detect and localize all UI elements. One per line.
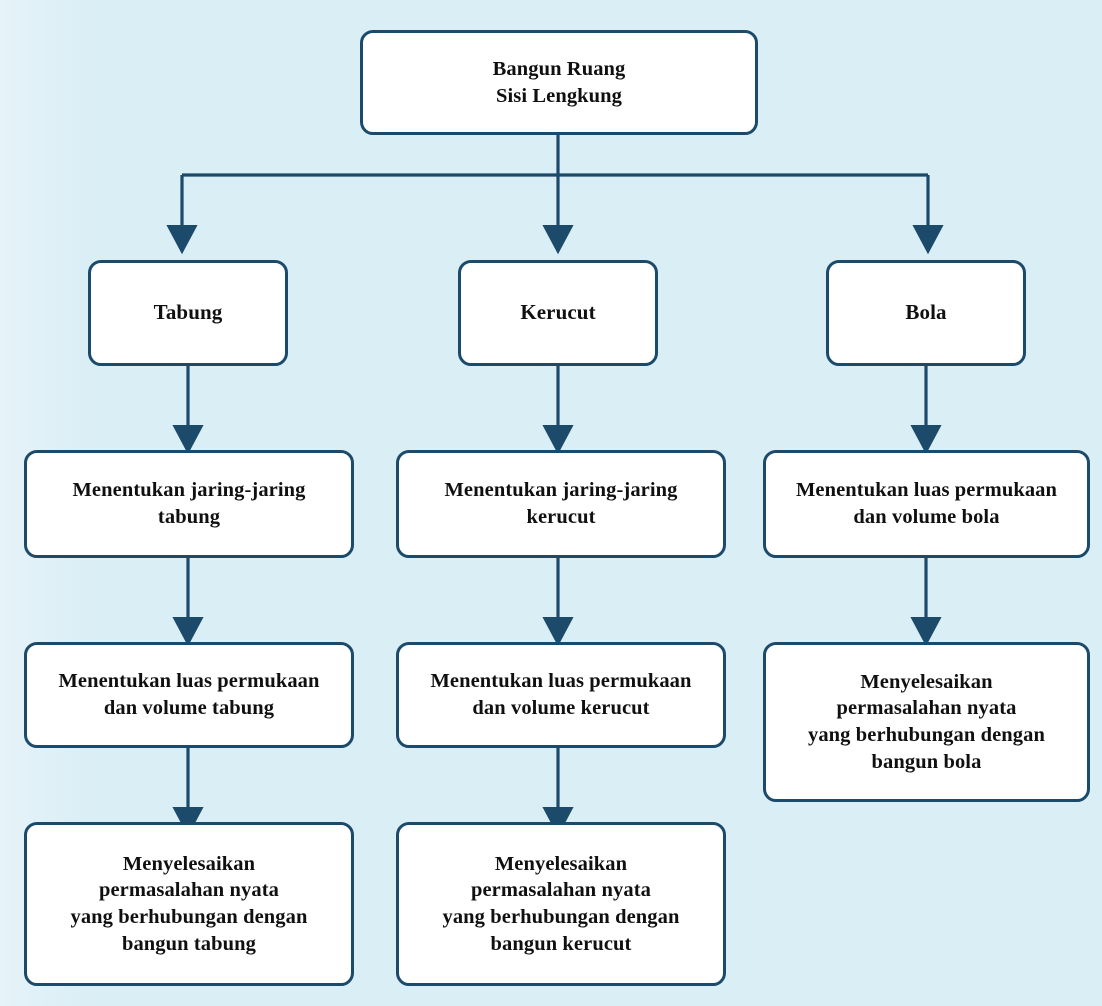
node-tabung[interactable]: Tabung — [88, 260, 288, 366]
node-tabung-luas-volume[interactable]: Menentukan luas permukaan dan volume tab… — [24, 642, 354, 748]
node-tabung-masalah[interactable]: Menyelesaikan permasalahan nyata yang be… — [24, 822, 354, 986]
node-kerucut-jaring[interactable]: Menentukan jaring-jaring kerucut — [396, 450, 726, 558]
node-tabung-jaring[interactable]: Menentukan jaring-jaring tabung — [24, 450, 354, 558]
node-kerucut-masalah[interactable]: Menyelesaikan permasalahan nyata yang be… — [396, 822, 726, 986]
node-root[interactable]: Bangun Ruang Sisi Lengkung — [360, 30, 758, 135]
node-bola[interactable]: Bola — [826, 260, 1026, 366]
node-bola-luas-volume[interactable]: Menentukan luas permukaan dan volume bol… — [763, 450, 1090, 558]
node-kerucut[interactable]: Kerucut — [458, 260, 658, 366]
node-kerucut-luas-volume[interactable]: Menentukan luas permukaan dan volume ker… — [396, 642, 726, 748]
node-bola-masalah[interactable]: Menyelesaikan permasalahan nyata yang be… — [763, 642, 1090, 802]
